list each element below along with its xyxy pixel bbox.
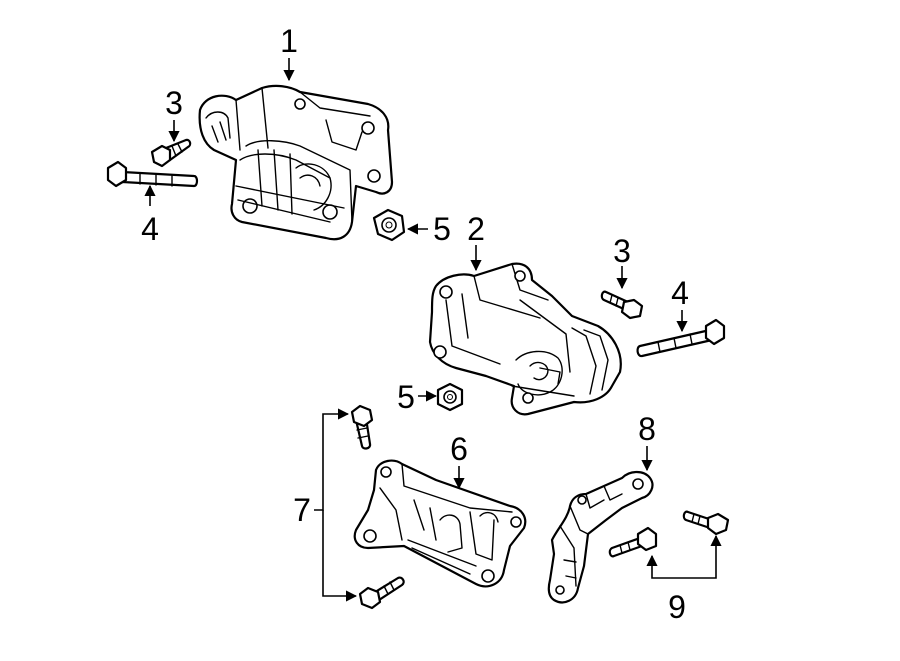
callout-3-lower: 3 — [613, 233, 631, 269]
callout-5-upper: 5 — [433, 211, 451, 247]
part-7-bolt-top — [350, 404, 374, 450]
part-4-bolt-upper — [106, 160, 199, 188]
callout-7: 7 — [293, 492, 311, 528]
part-5-nut-upper — [372, 208, 406, 242]
part-2-mount-bracket — [428, 262, 622, 416]
callout-9: 9 — [668, 589, 686, 625]
callout-labels: 1 3 4 5 2 3 4 5 6 8 7 9 — [141, 23, 689, 625]
callout-3-upper: 3 — [165, 85, 183, 121]
leader-lines — [144, 58, 722, 602]
part-9-bolt-right — [682, 510, 730, 536]
part-5-nut-lower — [436, 382, 464, 412]
callout-4-lower: 4 — [671, 275, 689, 311]
part-6-mount-bracket — [353, 459, 527, 588]
part-3-bolt-lower — [600, 290, 644, 320]
callout-2: 2 — [467, 211, 485, 247]
part-3-bolt-upper — [150, 138, 192, 168]
part-7-bolt-bottom — [358, 576, 405, 610]
part-8-brace — [547, 470, 654, 604]
callout-4-upper: 4 — [141, 211, 159, 247]
callout-5-lower: 5 — [397, 379, 415, 415]
callout-6: 6 — [450, 431, 468, 467]
part-9-bolt-left — [608, 526, 658, 558]
callout-8: 8 — [638, 411, 656, 447]
part-1-mount-bracket — [198, 84, 394, 241]
part-4-bolt-lower — [636, 318, 726, 358]
callout-1: 1 — [280, 23, 298, 59]
